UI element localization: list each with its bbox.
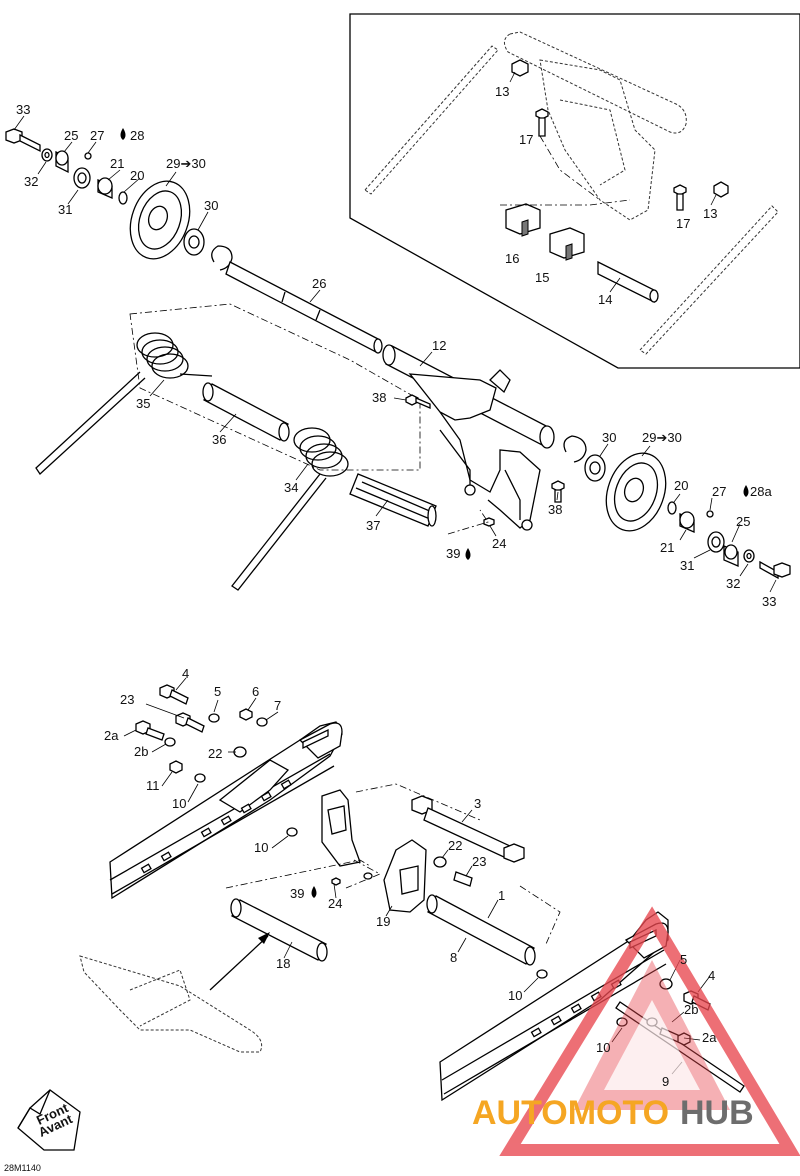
callout-label: 28a bbox=[750, 484, 772, 499]
grease-drop-icon bbox=[311, 886, 317, 898]
callout-label: 20 bbox=[130, 168, 144, 183]
callout-label: 4 bbox=[182, 666, 189, 681]
callout-label: 37 bbox=[366, 518, 380, 533]
callout-label: 25 bbox=[64, 128, 78, 143]
callout-label: 18 bbox=[276, 956, 290, 971]
callout-label: 23 bbox=[472, 854, 486, 869]
callout-label: 17 bbox=[676, 216, 690, 231]
watermark-logo bbox=[499, 906, 800, 1156]
callout-label: 39 bbox=[446, 546, 460, 561]
callout-label: 10 bbox=[596, 1040, 610, 1055]
callout-label: 11 bbox=[146, 778, 160, 793]
callout-label: 2a bbox=[702, 1030, 717, 1045]
callout-label: 17 bbox=[519, 132, 533, 147]
callout-label: 36 bbox=[212, 432, 226, 447]
callout-label: 2b bbox=[134, 744, 148, 759]
callout-label: 32 bbox=[726, 576, 740, 591]
callout-label: 14 bbox=[598, 292, 612, 307]
callout-label: 9 bbox=[662, 1074, 669, 1089]
grease-drop-icon bbox=[120, 128, 126, 140]
springs-assembly bbox=[35, 303, 437, 591]
callout-label: 29➔30 bbox=[166, 156, 206, 171]
callout-label: 10 bbox=[508, 988, 522, 1003]
diagram-code: 28M1140 bbox=[4, 1163, 41, 1173]
front-direction-tag: Front Avant bbox=[17, 1089, 81, 1151]
watermark-part1: AUTOMOTO bbox=[472, 1094, 669, 1132]
callout-label: 20 bbox=[674, 478, 688, 493]
lower-small-parts bbox=[135, 684, 711, 1046]
callout-label: 15 bbox=[535, 270, 549, 285]
callout-label: 29➔30 bbox=[642, 430, 682, 445]
callout-label: 21 bbox=[660, 540, 674, 555]
watermark-part2: HUB bbox=[680, 1094, 754, 1132]
callout-label: 24 bbox=[328, 896, 342, 911]
left-rail bbox=[109, 721, 343, 900]
callout-label: 26 bbox=[312, 276, 326, 291]
callout-label: 22 bbox=[448, 838, 462, 853]
callout-label: 30 bbox=[602, 430, 616, 445]
callout-label: 25 bbox=[736, 514, 750, 529]
callout-label: 28 bbox=[130, 128, 144, 143]
callout-label: 33 bbox=[16, 102, 30, 117]
callout-label: 7 bbox=[274, 698, 281, 713]
grease-drop-icon bbox=[465, 548, 471, 560]
inset-parts bbox=[500, 59, 729, 304]
callout-label: 6 bbox=[252, 684, 259, 699]
callout-label: 5 bbox=[680, 952, 687, 967]
callout-label: 30 bbox=[204, 198, 218, 213]
callout-label: 4 bbox=[708, 968, 715, 983]
callout-label: 32 bbox=[24, 174, 38, 189]
shaft-26 bbox=[225, 261, 383, 354]
callout-label: 2b bbox=[684, 1002, 698, 1017]
callout-label: 3 bbox=[474, 796, 481, 811]
upper-leaders bbox=[13, 115, 777, 593]
callout-label: 38 bbox=[548, 502, 562, 517]
callout-label: 10 bbox=[172, 796, 186, 811]
callout-label: 33 bbox=[762, 594, 776, 609]
callout-label: 1 bbox=[498, 888, 505, 903]
callout-label: 27 bbox=[712, 484, 726, 499]
center-brackets bbox=[79, 783, 745, 1093]
callout-label: 12 bbox=[432, 338, 446, 353]
callout-label: 2a bbox=[104, 728, 119, 743]
callout-label: 10 bbox=[254, 840, 268, 855]
callout-label: 5 bbox=[214, 684, 221, 699]
callout-label: 16 bbox=[505, 251, 519, 266]
callout-label: 35 bbox=[136, 396, 150, 411]
callout-label: 38 bbox=[372, 390, 386, 405]
lower-callouts: 4 5 6 7 23 2a 2b 22 11 10 3 10 22 23 39 … bbox=[104, 666, 717, 1089]
callout-label: 39 bbox=[290, 886, 304, 901]
rear-arm-12 bbox=[382, 344, 555, 531]
left-wheel-stack bbox=[5, 128, 233, 271]
grease-drop-icon bbox=[743, 485, 749, 497]
upper-callouts: 13 17 17 13 16 15 14 33 25 27 28 32 21 2… bbox=[16, 84, 776, 609]
callout-label: 24 bbox=[492, 536, 506, 551]
callout-label: 21 bbox=[110, 156, 124, 171]
inset-rear-arm-phantom bbox=[364, 31, 779, 355]
callout-label: 23 bbox=[120, 692, 134, 707]
callout-label: 8 bbox=[450, 950, 457, 965]
callout-label: 31 bbox=[680, 558, 694, 573]
callout-label: 31 bbox=[58, 202, 72, 217]
callout-label: 13 bbox=[703, 206, 717, 221]
lower-leaders bbox=[123, 677, 711, 1075]
callout-label: 27 bbox=[90, 128, 104, 143]
callout-label: 34 bbox=[284, 480, 298, 495]
callout-label: 19 bbox=[376, 914, 390, 929]
watermark-text: AUTOMOTO HUB bbox=[472, 1094, 754, 1132]
inset-frame bbox=[349, 13, 800, 369]
callout-label: 13 bbox=[495, 84, 509, 99]
right-wheel-stack bbox=[405, 394, 791, 580]
grease-drop-icons bbox=[120, 128, 749, 898]
callout-label: 22 bbox=[208, 746, 222, 761]
